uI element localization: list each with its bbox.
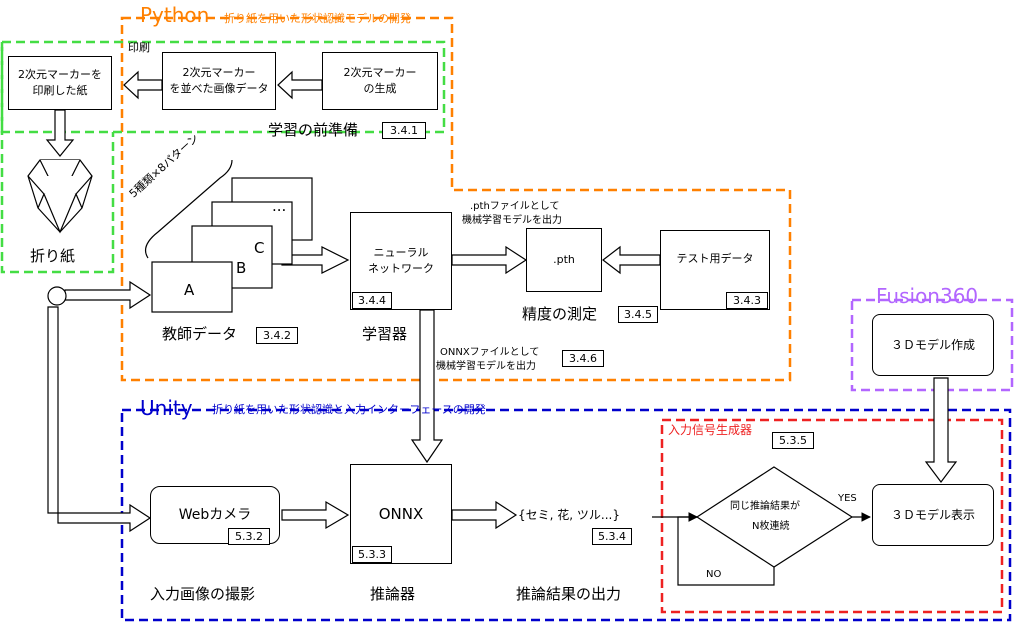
decision-diamond xyxy=(695,466,854,568)
teacher-section-tag: 3.4.2 xyxy=(256,327,298,344)
onnx-text: ONNX xyxy=(378,505,424,523)
marker-generate-line2: の生成 xyxy=(363,82,397,95)
arrow-onnx-to-output xyxy=(451,500,518,530)
output-section-tag: 5.3.4 xyxy=(592,528,632,545)
pth-note-line1: .pthファイルとして xyxy=(470,201,560,212)
teacher-slide-1 xyxy=(151,261,233,313)
unity-group-subtitle: 折り紙を用いた形状認識と入力インターフェースの開発 xyxy=(212,403,486,416)
arrow-image-to-paper xyxy=(123,70,163,100)
printed-paper-line1: 2次元マーカーを xyxy=(18,68,102,81)
model-display-node: ３Ｄモデル表示 xyxy=(872,484,994,546)
webcam-label: 入力画像の撮影 xyxy=(150,585,256,603)
test-data-section-tag: 3.4.3 xyxy=(726,292,768,309)
decision-line1: 同じ推論結果が xyxy=(730,501,800,512)
arrow-model-to-display xyxy=(924,377,958,483)
arrow-generate-to-image xyxy=(277,70,323,100)
prep-origami-extension xyxy=(0,42,115,274)
teacher-slide-b-label: B xyxy=(236,259,247,277)
teacher-brace xyxy=(145,159,233,259)
pth-node: .pth xyxy=(526,228,602,292)
fusion-group-boundary xyxy=(850,298,1014,392)
accuracy-section-tag: 3.4.5 xyxy=(618,306,658,323)
output-label: 推論結果の出力 xyxy=(516,585,622,603)
test-data-text: テスト用データ xyxy=(676,252,754,265)
marker-generate-line1: 2次元マーカー xyxy=(343,66,417,79)
accuracy-label: 精度の測定 xyxy=(522,305,598,323)
signal-section-tag: 5.3.5 xyxy=(772,432,814,449)
prep-label: 学習の前準備 xyxy=(268,121,359,139)
teacher-slide-c-label: C xyxy=(254,239,265,257)
webcam-text: Webカメラ xyxy=(178,507,252,523)
model-create-node: ３Ｄモデル作成 xyxy=(872,314,994,376)
printed-paper-line2: 印刷した紙 xyxy=(32,84,88,97)
yes-label: YES xyxy=(838,493,857,504)
python-group-boundary xyxy=(120,16,792,382)
test-data-node: テスト用データ xyxy=(660,230,770,310)
onnx-section-tag: 5.3.3 xyxy=(352,546,392,563)
marker-image-line1: 2次元マーカー xyxy=(182,66,256,79)
decision-line2: N枚連続 xyxy=(752,521,790,532)
arrow-origami-to-teacher xyxy=(64,280,152,310)
branch-junction xyxy=(47,286,67,306)
teacher-slide-more-label: ... xyxy=(272,197,287,215)
signal-group-title: 入力信号生成器 xyxy=(668,423,753,437)
teacher-data-stack xyxy=(151,177,313,313)
arrow-teacher-to-nn xyxy=(281,246,350,274)
python-group-subtitle: 折り紙を用いた形状認識モデルの開発 xyxy=(224,12,411,25)
marker-image-node: 2次元マーカー を並べた画像データ xyxy=(162,52,276,110)
prep-section-tag: 3.4.1 xyxy=(382,122,426,139)
signal-group-boundary xyxy=(660,418,1004,614)
printed-paper-node: 2次元マーカーを 印刷した紙 xyxy=(8,56,112,110)
neural-network-line2: ネットワーク xyxy=(368,262,434,275)
pth-note-line2: 機械学習モデルを出力 xyxy=(462,215,562,226)
teacher-data-label: 教師データ xyxy=(162,325,238,343)
output-text: {セミ, 花, ツル...} xyxy=(518,508,620,522)
webcam-node: Webカメラ xyxy=(150,486,280,544)
onnx-note-line2: 機械学習モデルを出力 xyxy=(436,361,536,372)
arrow-nn-to-onnx xyxy=(410,309,444,464)
arrow-webcam-to-onnx xyxy=(281,500,350,530)
inference-label: 推論器 xyxy=(370,585,416,603)
python-group-title: Python xyxy=(140,3,210,27)
nn-section-tag: 3.4.4 xyxy=(352,292,392,309)
marker-image-line2: を並べた画像データ xyxy=(169,82,269,95)
arrow-origami-to-webcam xyxy=(47,306,152,533)
print-label: 印刷 xyxy=(128,41,150,54)
webcam-section-tag: 5.3.2 xyxy=(228,528,270,545)
teacher-slide-a-label: A xyxy=(184,281,195,299)
onnx-note-line1: ONNXファイルとして xyxy=(440,347,540,358)
arrow-test-to-pth xyxy=(602,245,661,275)
onnx-note-section-tag: 3.4.6 xyxy=(562,350,604,367)
unity-group-title: Unity xyxy=(140,396,193,420)
arrow-paper-to-origami xyxy=(45,109,75,157)
no-label: NO xyxy=(706,569,722,580)
origami-crane-icon xyxy=(27,159,93,234)
fusion-group-title: Fusion360 xyxy=(876,284,979,308)
neural-network-line1: ニューラル xyxy=(373,246,429,259)
arrow-nn-to-pth xyxy=(451,245,528,275)
origami-label: 折り紙 xyxy=(30,247,76,265)
marker-generate-node: 2次元マーカー の生成 xyxy=(322,52,438,110)
learner-label: 学習器 xyxy=(362,325,408,343)
